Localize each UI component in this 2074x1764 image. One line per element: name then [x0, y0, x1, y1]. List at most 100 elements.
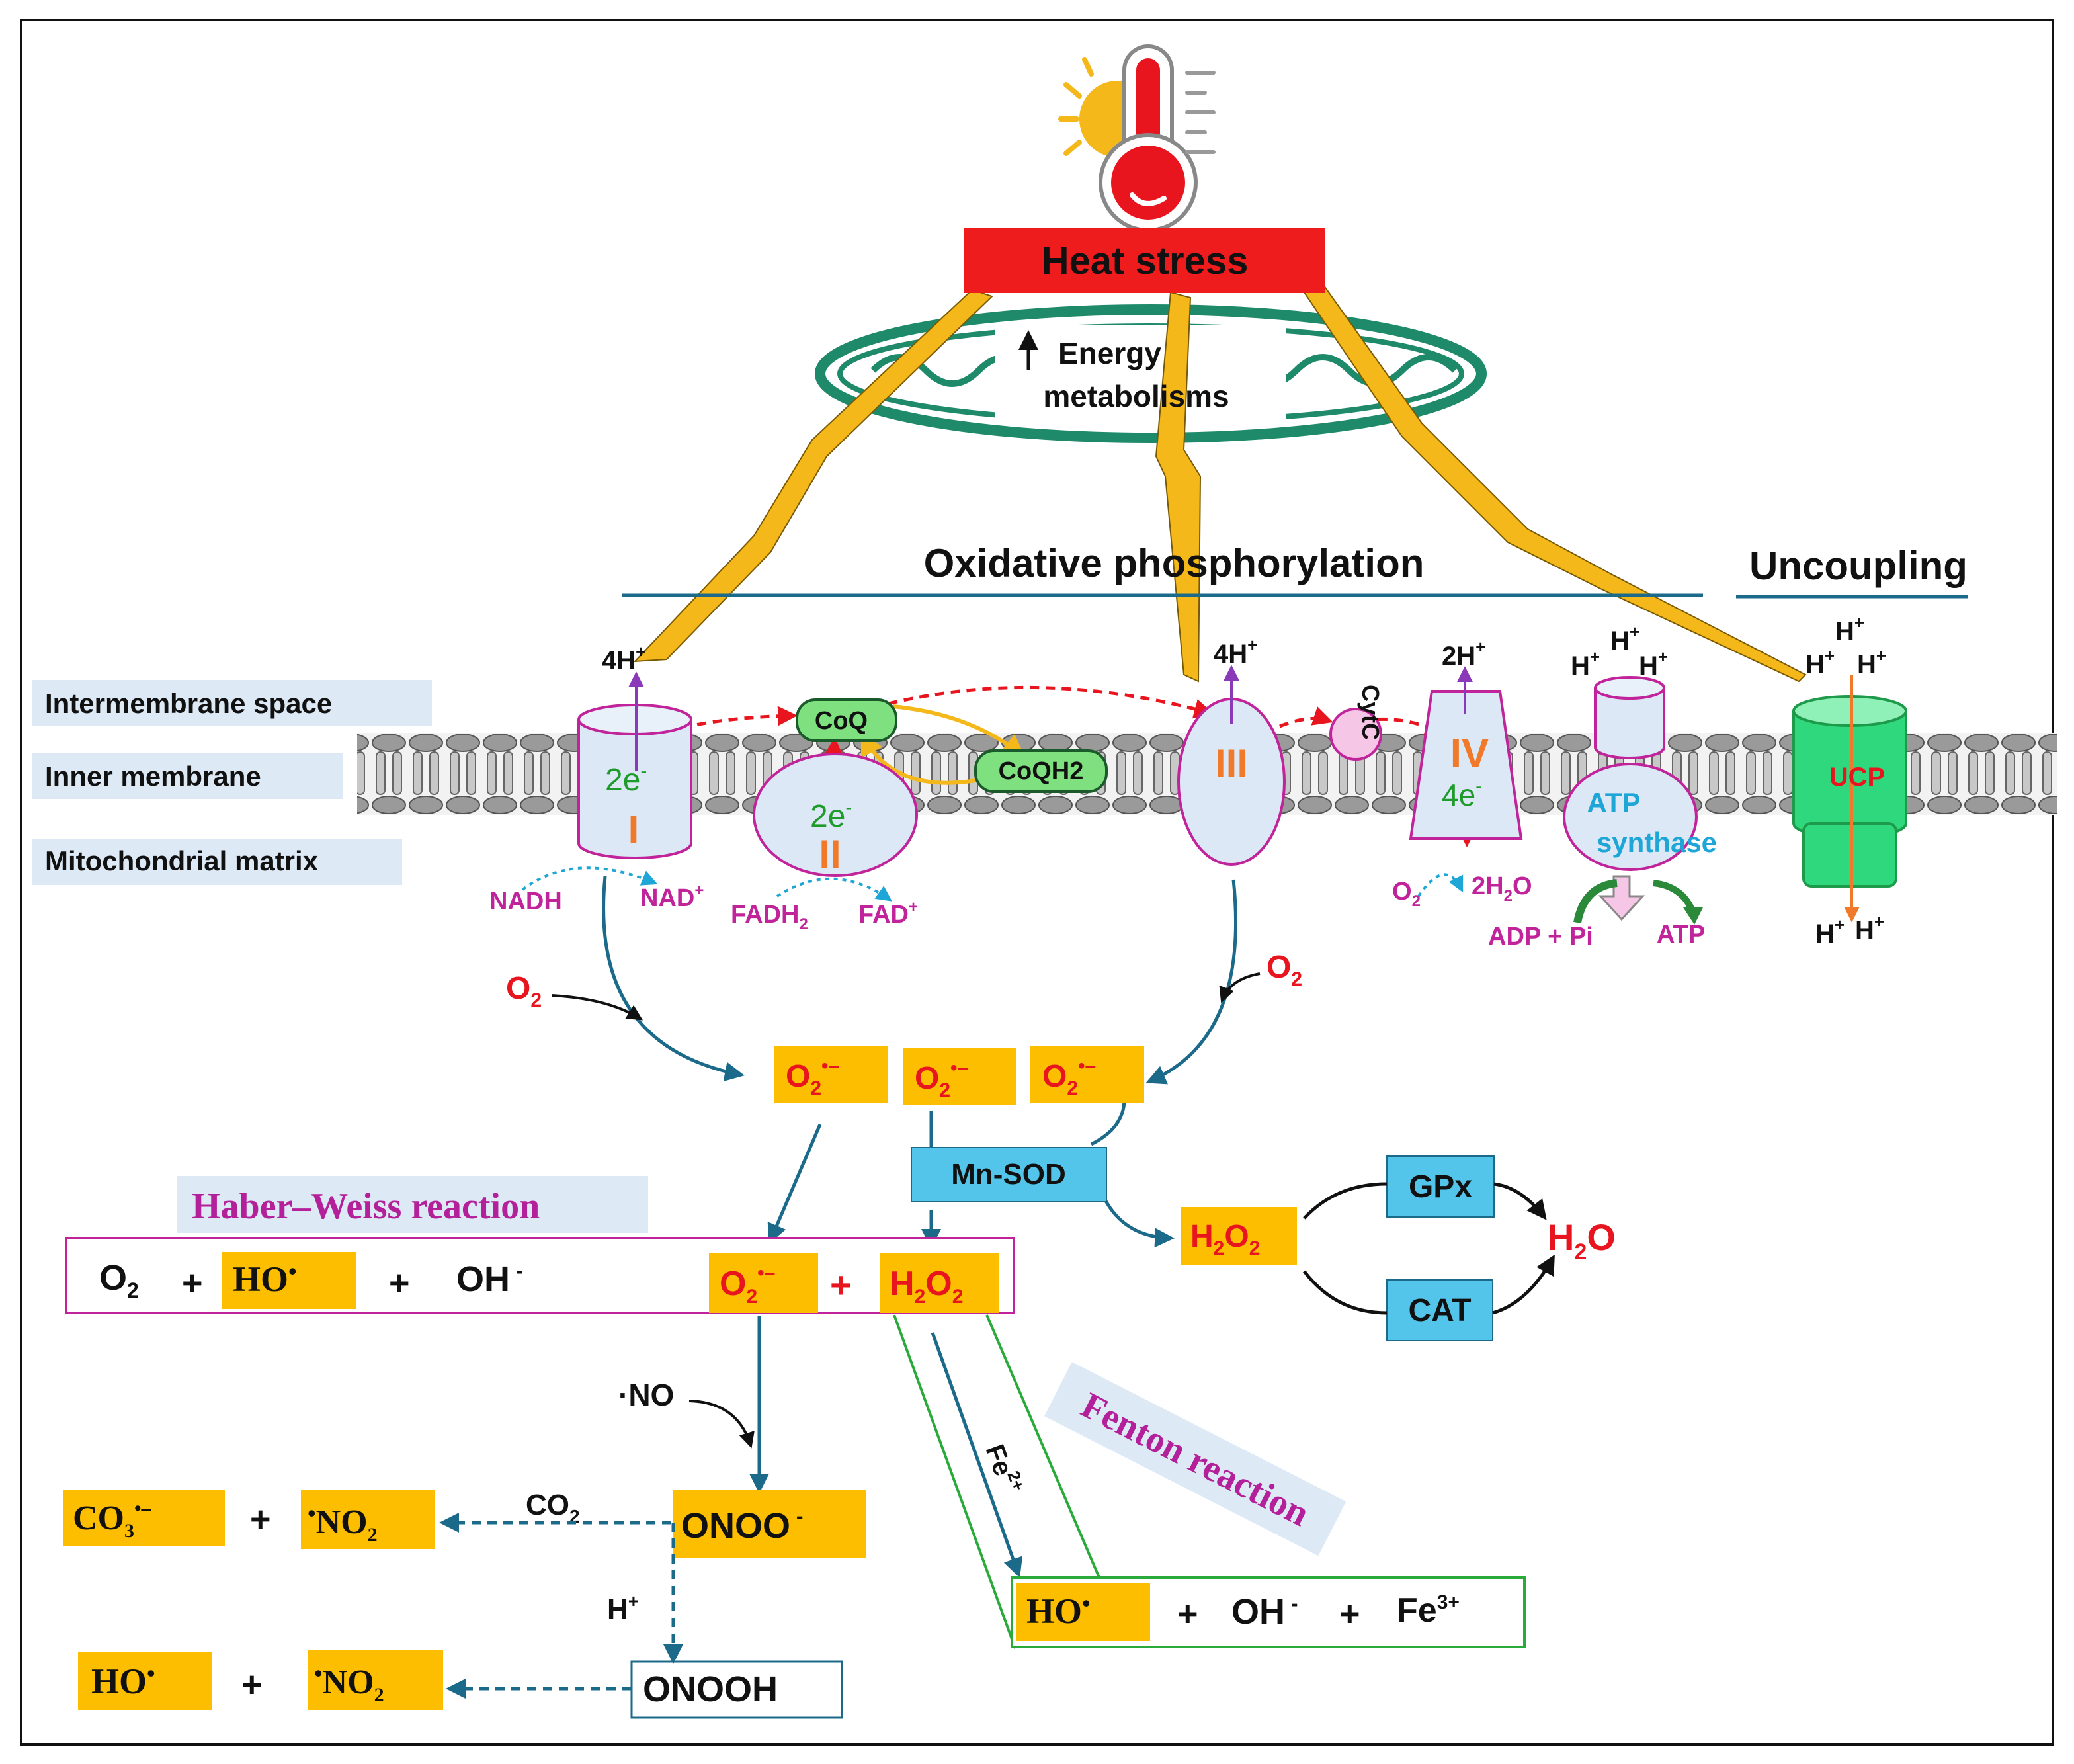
- energy-label-line2: metabolisms: [1043, 379, 1229, 413]
- fenton-fe3: Fe3+: [1397, 1591, 1460, 1630]
- hw-plus3: +: [830, 1264, 852, 1306]
- co3-label: CO3•–: [73, 1497, 152, 1542]
- complex-i-protons: 4H+: [602, 642, 645, 675]
- substrate-dotted-arrows: [521, 866, 1464, 902]
- water-label: H2O: [1548, 1216, 1616, 1265]
- svg-text:NAD+: NAD+: [640, 882, 704, 912]
- hw-o2: O2: [99, 1258, 139, 1302]
- svg-text:H+: H+: [1639, 647, 1668, 681]
- coqh2-label: CoQH2: [999, 757, 1084, 785]
- svg-text:O2•–: O2•–: [915, 1057, 968, 1101]
- svg-text:O2: O2: [1392, 878, 1421, 910]
- complex-ii: [753, 753, 918, 877]
- peroxynitrite-dashed-arrows: [439, 1513, 683, 1699]
- ros-flow-arrows: [568, 876, 1238, 1578]
- onoo-box: [673, 1490, 866, 1558]
- onooh-label: ONOOH: [643, 1669, 778, 1709]
- superoxide-labels: O2•– O2•– O2•–: [786, 1055, 1096, 1101]
- ho-box-2: [78, 1652, 212, 1710]
- complex-i-electrons: 2e-: [605, 760, 647, 798]
- atp-synthase: [1563, 676, 1698, 871]
- svg-text:H+: H+: [1805, 646, 1835, 679]
- hw-oh: OH -: [456, 1259, 523, 1299]
- matrix-label-bg: [32, 839, 402, 885]
- onoo-label: ONOO -: [681, 1504, 804, 1546]
- hw-plus2: +: [389, 1263, 410, 1303]
- svg-text:H+: H+: [1855, 911, 1884, 945]
- cytc-circle: [1329, 708, 1382, 761]
- atp-curve-head-icon: [1683, 907, 1703, 925]
- oxphos-title: Oxidative phosphorylation: [924, 541, 1425, 585]
- hw-ho-box: [222, 1252, 356, 1309]
- atp-synthase-label-1: ATP: [1587, 787, 1641, 818]
- energy-label-line1: Energy: [1058, 336, 1161, 370]
- cat-label: CAT: [1408, 1293, 1471, 1328]
- fenton-ho: HO•: [1026, 1590, 1091, 1631]
- complex-iii-protons: 4H+: [1214, 635, 1257, 669]
- coqh2-pill: [974, 749, 1108, 793]
- fenton-oh: OH -: [1231, 1591, 1298, 1632]
- fenton-plus1: +: [1177, 1594, 1198, 1634]
- hw-superoxide: O2•–: [720, 1262, 775, 1308]
- cat-box: [1386, 1279, 1493, 1341]
- fenton-label: Fenton reaction: [1075, 1385, 1315, 1534]
- complex-i-label: I: [628, 808, 640, 852]
- svg-text:H+: H+: [1857, 646, 1886, 679]
- heat-stress-banner: [964, 228, 1325, 293]
- ucp-label: UCP: [1829, 763, 1885, 792]
- superoxide-boxes: [774, 1046, 1144, 1105]
- h2o2-label: H2O2: [1190, 1219, 1260, 1259]
- complex-iv-label: IV: [1450, 731, 1489, 777]
- h2o2-box: [1181, 1207, 1297, 1265]
- antioxidant-arrows: [1303, 1182, 1555, 1315]
- intermembrane-label: Intermembrane space: [45, 688, 332, 719]
- matrix-label: Mitochondrial matrix: [45, 845, 319, 876]
- heat-stress-label: Heat stress: [1042, 239, 1249, 282]
- gpx-box: [1386, 1155, 1495, 1218]
- adp-curve-icon: [1573, 879, 1618, 924]
- lightning-bolts-icon: [633, 284, 1807, 683]
- svg-text:2H2O: 2H2O: [1472, 872, 1532, 905]
- hw-plus1: +: [182, 1263, 203, 1303]
- fenton-plus2: +: [1339, 1594, 1360, 1634]
- haber-weiss-label: Haber–Weiss reaction: [192, 1186, 540, 1227]
- substrate-labels: NADH NAD+ FADH2 FAD+ O2 2H2O ADP + Pi AT…: [489, 872, 1705, 950]
- cytc-label: CytC: [1357, 685, 1384, 740]
- no2-label-1: •NO2: [308, 1500, 378, 1546]
- ucp-protons: H+ H+ H+ H+ H+: [1805, 612, 1886, 948]
- hw-ho: HO•: [233, 1258, 297, 1299]
- onooh-box: [630, 1660, 843, 1719]
- svg-text:O2: O2: [1266, 950, 1302, 990]
- svg-text:O2: O2: [506, 971, 542, 1011]
- hw-superoxide-box: [709, 1253, 818, 1313]
- thermometer-sun-icon: [1058, 44, 1216, 232]
- hw-h2o2-box: [880, 1253, 999, 1313]
- atp-synthase-protons: H+ H+ H+: [1571, 622, 1668, 681]
- no2-box-1: [301, 1490, 435, 1549]
- co3-plus: +: [250, 1499, 271, 1539]
- o2-input-arrows: [552, 972, 1261, 1449]
- coq-label: CoQ: [815, 707, 868, 735]
- no2-box-2: [308, 1650, 443, 1710]
- svg-text:ADP + Pi: ADP + Pi: [1488, 923, 1593, 950]
- complex-ii-electrons: 2e-: [810, 796, 852, 834]
- complex-ii-label: II: [819, 832, 841, 876]
- inner-membrane-label-bg: [32, 753, 343, 799]
- co2-label: CO2: [526, 1489, 580, 1527]
- svg-text:FADH2: FADH2: [731, 901, 808, 933]
- coq-cycle-arrows: [860, 704, 1026, 785]
- mn-sod-box: [911, 1147, 1107, 1202]
- atp-down-arrow-icon: [1598, 875, 1645, 921]
- complex-iv: [1409, 690, 1523, 840]
- no2-label-2: •NO2: [314, 1660, 384, 1706]
- intermembrane-label-bg: [32, 680, 432, 726]
- fenton-green-lines: [893, 1314, 1102, 1649]
- svg-text:O2•–: O2•–: [1042, 1055, 1096, 1099]
- ucp-channel: [1792, 695, 1907, 888]
- outer-frame: [20, 19, 2054, 1746]
- co3-box: [63, 1490, 225, 1546]
- h-plus-label: H+: [607, 1591, 639, 1626]
- mn-sod-label: Mn-SOD: [951, 1158, 1066, 1191]
